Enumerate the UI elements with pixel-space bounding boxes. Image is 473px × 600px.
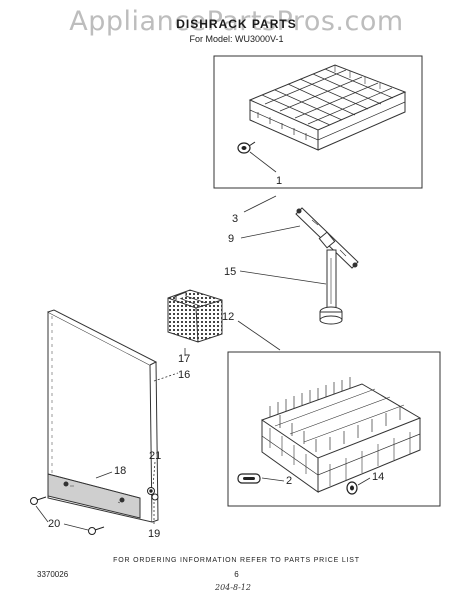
rack-clip-part [237, 473, 261, 484]
leader-21 [152, 461, 156, 487]
lower-rack-group: 2 14 [227, 351, 441, 507]
leader-12 [237, 320, 281, 351]
callout-2: 2 [286, 475, 292, 487]
leader-14 [357, 477, 371, 486]
model-label: For Model: WU3000V-1 [189, 34, 284, 44]
watermark: AppliancePartsPros.com [69, 6, 404, 37]
callout-15: 15 [224, 266, 236, 278]
trim-panel [47, 473, 141, 519]
callout-19: 19 [148, 528, 160, 540]
callout-17: 17 [178, 353, 190, 365]
fasteners [147, 487, 159, 501]
page-number: 6 [234, 570, 239, 579]
leader-20a [35, 505, 49, 523]
callout-3: 3 [232, 213, 238, 225]
callout-21: 21 [149, 450, 161, 462]
lower-rack-frame [227, 351, 441, 507]
upper-dishrack [248, 64, 407, 151]
lower-dishrack [260, 377, 422, 493]
leader-3 [243, 195, 277, 213]
leader-1 [249, 151, 277, 173]
door-panel [47, 309, 159, 523]
screws [30, 496, 105, 535]
leader-9 [240, 225, 301, 239]
callout-20: 20 [48, 518, 60, 530]
upper-rack-frame [213, 55, 423, 189]
upper-rack-group: 1 [213, 55, 423, 189]
handwritten-note: 204-8-12 [215, 583, 251, 592]
page-title: DISHRACK PARTS [176, 17, 297, 31]
spray-tube [319, 249, 343, 325]
rack-wheel-part [346, 481, 358, 495]
leader-18 [95, 471, 113, 479]
leader-20b [63, 523, 89, 531]
callout-12: 12 [222, 311, 234, 323]
leader-2 [261, 477, 285, 482]
callout-14: 14 [372, 471, 384, 483]
callout-18: 18 [114, 465, 126, 477]
rack-stop-part [237, 141, 256, 154]
document-number: 3370026 [37, 570, 69, 579]
leader-16 [153, 372, 179, 382]
callout-1: 1 [276, 175, 282, 187]
callout-16: 16 [178, 369, 190, 381]
leader-15 [239, 270, 327, 285]
upper-spray-arm [295, 207, 359, 269]
silverware-basket [167, 289, 223, 343]
ordering-note: FOR ORDERING INFORMATION REFER TO PARTS … [113, 557, 360, 564]
callout-9: 9 [228, 233, 234, 245]
